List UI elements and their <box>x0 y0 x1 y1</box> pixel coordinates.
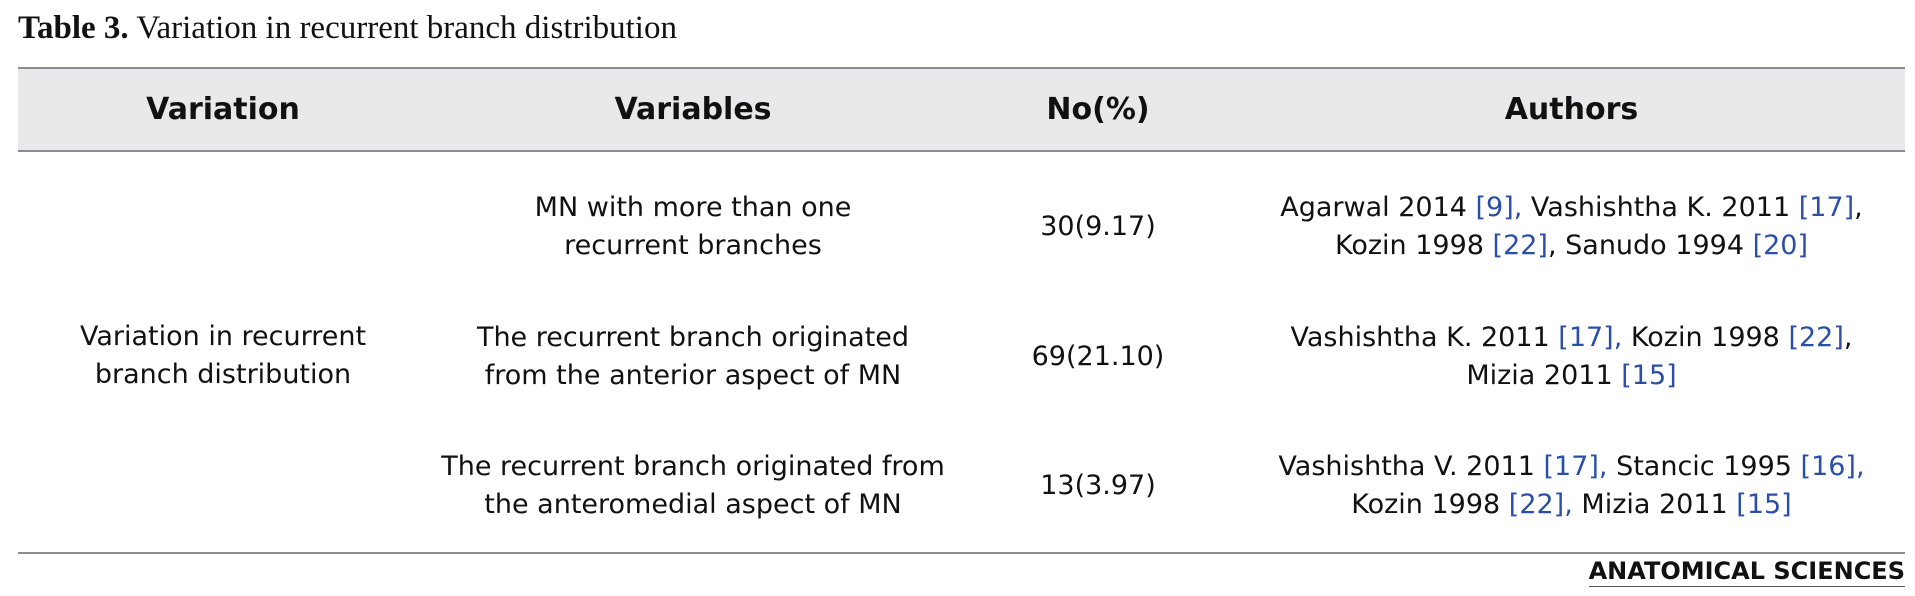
variation-table-container: Variation Variables No(%) Authors Variat… <box>18 67 1905 554</box>
table-title: Variation in recurrent branch distributi… <box>136 10 677 46</box>
author-entry: Mizia 2011 <box>1572 489 1737 520</box>
authors-text: Vashishtha V. 2011 [17], Stancic 1995 [1… <box>1262 448 1882 524</box>
citation-link[interactable]: [22] <box>1788 322 1844 353</box>
count-cell: 30(9.17) <box>1040 211 1156 242</box>
table-body: Variation in recurrent branch distributi… <box>18 151 1905 554</box>
citation-link[interactable]: [22] <box>1492 230 1548 261</box>
variation-cell: Variation in recurrent branch distributi… <box>18 151 428 554</box>
table-label: Table 3. <box>18 10 129 46</box>
author-entry: , Kozin 1998 <box>1334 192 1863 261</box>
citation-link[interactable]: [9], <box>1475 192 1523 223</box>
author-entry: Vashishtha K. 2011 <box>1290 322 1559 353</box>
table-row: Variation in recurrent branch distributi… <box>18 151 1905 554</box>
header-count: No(%) <box>958 67 1238 152</box>
authors-cell: Agarwal 2014 [9], Vashishtha K. 2011 [17… <box>1238 151 1905 294</box>
author-entry: Stancic 1995 <box>1607 451 1801 482</box>
author-entry: Agarwal 2014 <box>1280 192 1476 223</box>
variables-text: The recurrent branch originated from the… <box>441 451 945 520</box>
table-row: The recurrent branch originated from the… <box>18 420 1905 554</box>
table-row: The recurrent branch originated from the… <box>18 294 1905 420</box>
authors-cell: Vashishtha K. 2011 [17], Kozin 1998 [22]… <box>1238 294 1905 420</box>
author-entry: Kozin 1998 <box>1622 322 1789 353</box>
citation-link[interactable]: [22], <box>1508 489 1573 520</box>
header-variation: Variation <box>18 67 428 152</box>
header-authors: Authors <box>1238 67 1905 152</box>
authors-cell: Vashishtha V. 2011 [17], Stancic 1995 [1… <box>1238 420 1905 554</box>
variation-table: Variation Variables No(%) Authors Variat… <box>18 67 1905 554</box>
author-entry: Kozin 1998 <box>1351 489 1509 520</box>
citation-link[interactable]: [15] <box>1621 360 1677 391</box>
citation-link[interactable]: [16], <box>1800 451 1865 482</box>
author-entry: , Sanudo 1994 <box>1547 230 1753 261</box>
table-header: Variation Variables No(%) Authors <box>18 67 1905 152</box>
authors-text: Vashishtha K. 2011 [17], Kozin 1998 [22]… <box>1262 319 1882 395</box>
citation-link[interactable]: [15] <box>1736 489 1792 520</box>
variables-cell: MN with more than one recurrent branches <box>428 151 958 294</box>
variables-text: The recurrent branch originated from the… <box>476 322 910 391</box>
count-cell: 69(21.10) <box>1031 341 1165 372</box>
citation-link[interactable]: [17], <box>1558 322 1623 353</box>
author-entry: Vashishtha K. 2011 <box>1522 192 1799 223</box>
header-row: Variation Variables No(%) Authors <box>18 67 1905 152</box>
author-entry: Vashishtha V. 2011 <box>1278 451 1544 482</box>
variables-text: MN with more than one recurrent branches <box>534 192 852 261</box>
journal-logo: ANATOMICAL SCIENCES <box>1588 557 1905 587</box>
citation-link[interactable]: [17] <box>1798 192 1855 223</box>
header-variables: Variables <box>428 67 958 152</box>
count-cell: 13(3.97) <box>958 420 1238 554</box>
authors-text: Agarwal 2014 [9], Vashishtha K. 2011 [17… <box>1262 189 1882 265</box>
author-entry: , Mizia 2011 <box>1466 322 1853 391</box>
citation-link[interactable]: [17], <box>1543 451 1608 482</box>
table-caption: Table 3. Variation in recurrent branch d… <box>18 10 677 47</box>
citation-link[interactable]: [20] <box>1752 230 1809 261</box>
variation-text: Variation in recurrent branch distributi… <box>79 321 367 390</box>
variables-cell: The recurrent branch originated from the… <box>428 420 958 554</box>
variables-cell: The recurrent branch originated from the… <box>428 294 958 420</box>
